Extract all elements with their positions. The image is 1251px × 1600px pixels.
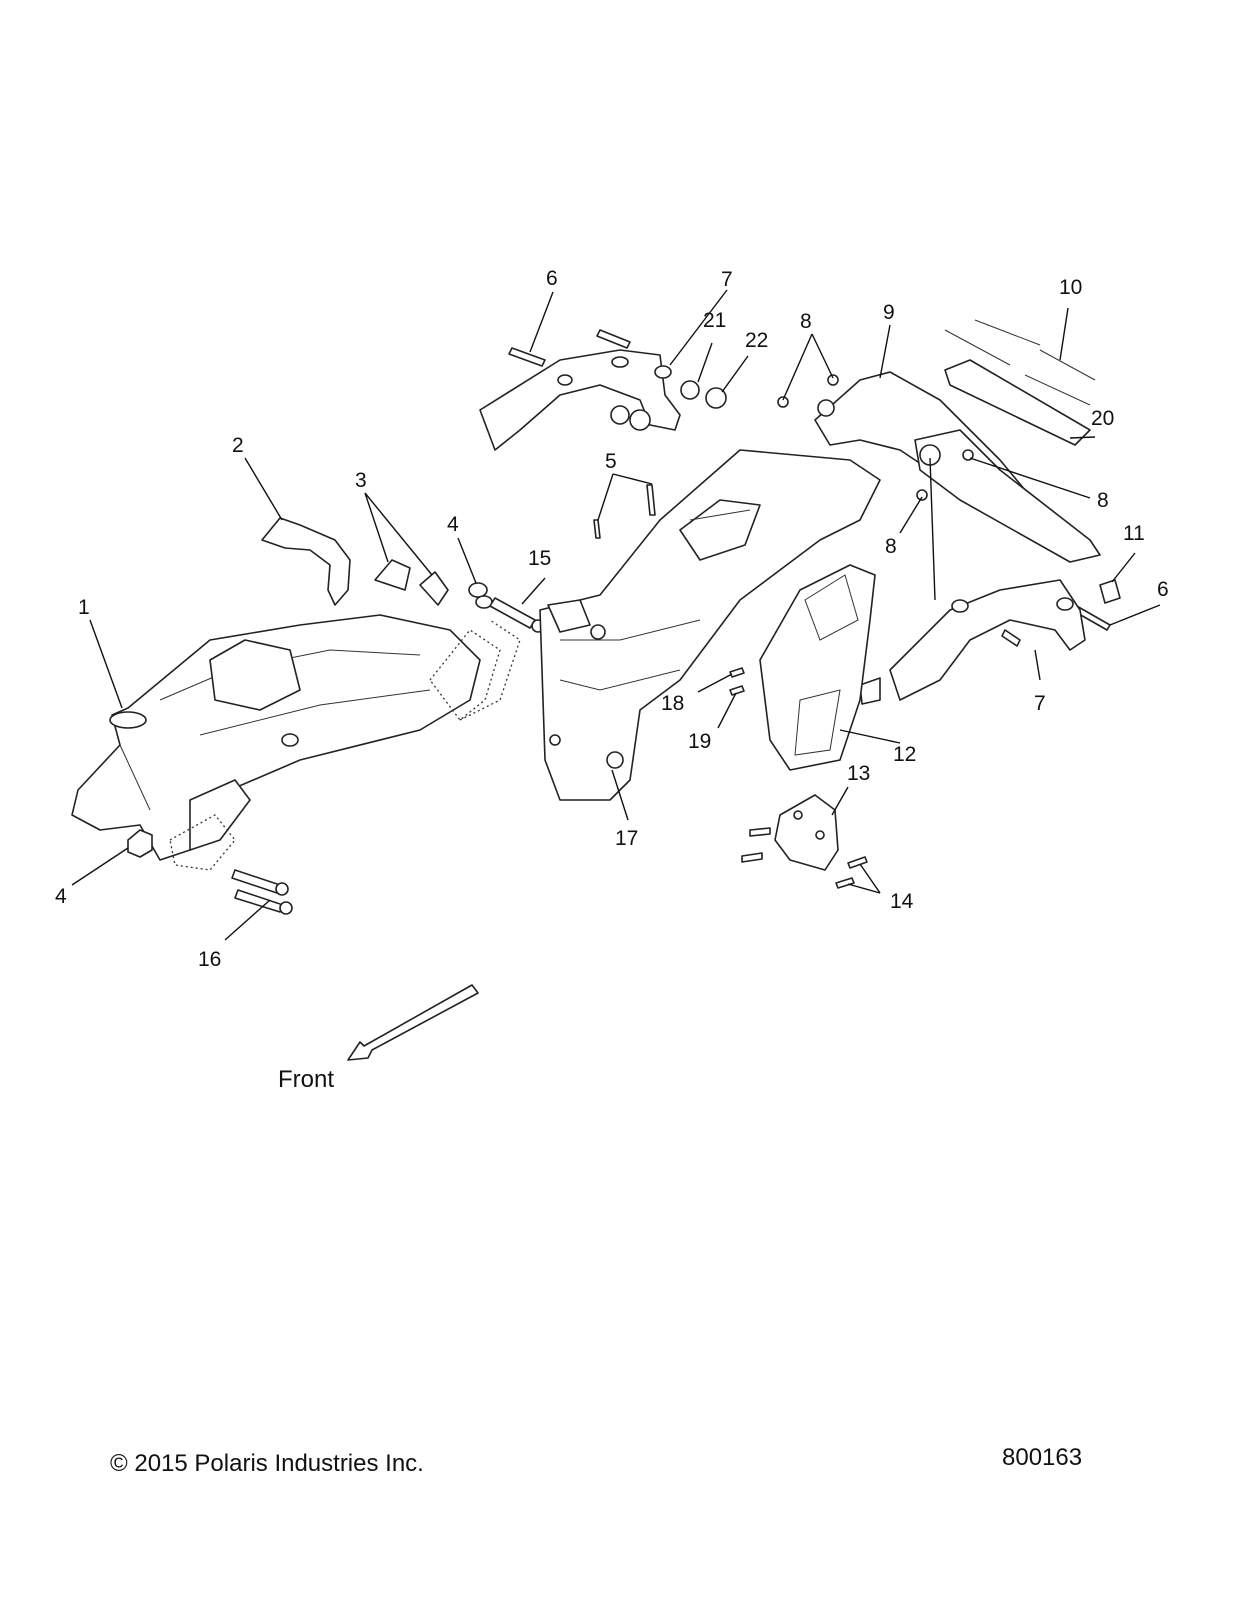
callout-21: 21 (703, 309, 726, 332)
clamp-pair-part (374, 559, 449, 606)
callout-9: 9 (883, 301, 895, 324)
upper-bracket-part (261, 517, 351, 606)
bolt-5-part (593, 484, 656, 539)
bolt-16-part (231, 869, 293, 915)
callout-1: 1 (78, 596, 90, 619)
callout-8-upper: 8 (800, 310, 812, 333)
nut-lower-part (127, 829, 153, 858)
callout-10: 10 (1059, 276, 1082, 299)
callout-19: 19 (688, 730, 711, 753)
callout-4-lower: 4 (55, 885, 67, 908)
bolt-6-upper-part (508, 329, 631, 367)
front-direction-label: Front (278, 1066, 334, 1093)
upper-rear-bracket-part (479, 349, 681, 451)
front-direction-arrow-icon (347, 984, 479, 1061)
callout-3: 3 (355, 469, 367, 492)
nut-upper-part (468, 582, 493, 609)
bushing-21-part (610, 380, 700, 425)
clip-11-part (1099, 579, 1121, 604)
bolt-14-part (741, 827, 868, 889)
center-frame-part (539, 449, 881, 801)
callout-20: 20 (1091, 407, 1114, 430)
lower-rear-bracket-part (859, 579, 1086, 705)
copyright-notice: © 2015 Polaris Industries Inc. (110, 1450, 424, 1477)
callout-7-upper: 7 (721, 268, 733, 291)
callout-8-lower: 8 (885, 535, 897, 558)
bolt-15-part (489, 597, 545, 633)
callout-4-upper: 4 (447, 513, 459, 536)
shroud-12-part (759, 564, 876, 771)
callout-17: 17 (615, 827, 638, 850)
bushing-22-part (629, 387, 727, 431)
callout-22: 22 (745, 329, 768, 352)
front-frame-part (71, 614, 521, 871)
rear-upper-frame-part (814, 371, 1101, 563)
callout-12: 12 (893, 743, 916, 766)
callout-18: 18 (661, 692, 684, 715)
callout-8-right: 8 (1097, 489, 1109, 512)
pin-18-part (729, 667, 745, 678)
callout-2: 2 (232, 434, 244, 457)
callout-6-right: 6 (1157, 578, 1169, 601)
mount-13-part (774, 794, 839, 871)
callouts: 1 2 3 4 4 5 6 6 7 7 8 8 8 9 10 11 12 13 … (55, 267, 1169, 1093)
callout-15: 15 (528, 547, 551, 570)
leader-lines (71, 289, 1161, 941)
callout-14: 14 (890, 890, 914, 913)
drawing-number: 800163 (1002, 1444, 1083, 1471)
cable-10-part (944, 319, 1096, 406)
callout-13: 13 (847, 762, 870, 785)
callout-7-lower: 7 (1034, 692, 1046, 715)
callout-6-upper: 6 (546, 267, 558, 290)
pin-19-part (729, 685, 745, 696)
callout-11: 11 (1123, 522, 1145, 545)
callout-16: 16 (198, 948, 221, 971)
callout-5: 5 (605, 450, 617, 473)
